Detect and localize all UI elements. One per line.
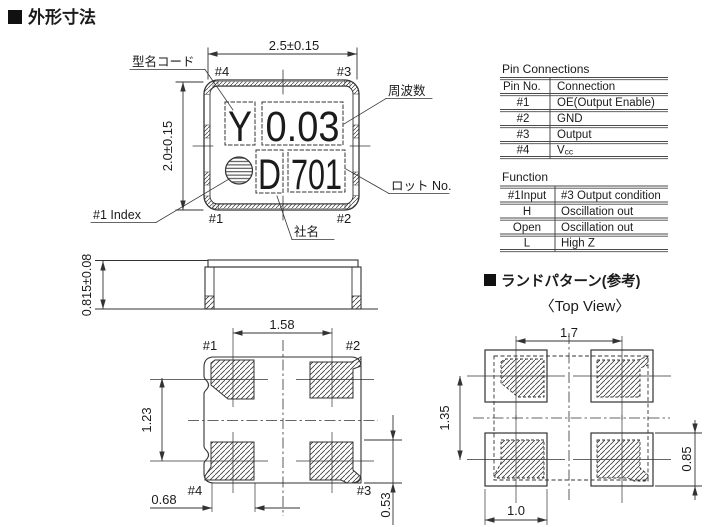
function-row-2-input: Open <box>513 222 541 234</box>
bottom-pin4-label: #4 <box>188 483 202 498</box>
pin-row-3-pin: #3 <box>517 129 530 141</box>
pin4-label: #4 <box>215 64 229 79</box>
dim-pad-height: 0.53 <box>378 492 393 517</box>
pad-3 <box>309 441 362 484</box>
centerlines <box>188 340 378 516</box>
page-header: 外形寸法 <box>8 7 96 27</box>
pin-row-1-connection: OE(Output Enable) <box>557 97 655 109</box>
dim-land-pitch-x: 1.7 <box>560 325 578 340</box>
projected-pads <box>494 355 649 482</box>
dim-thickness: 0.815±0.08 <box>80 254 94 317</box>
dim-height-lines <box>175 81 204 211</box>
terminal-right <box>351 295 362 310</box>
pin1-index-mark <box>224 156 254 185</box>
function-row-3-output: High Z <box>561 238 595 250</box>
bottom-pin2-label: #2 <box>346 338 360 353</box>
pin-table-rules <box>500 77 668 160</box>
dim-land-width: 1.0 <box>507 503 525 518</box>
marking-company: D <box>258 151 281 199</box>
land-pattern-subtitle: 〈Top View〉 <box>540 298 631 315</box>
dim-pad-pitch-x: 1.58 <box>269 317 294 332</box>
page-title: 外形寸法 <box>28 7 96 27</box>
dim-pad-pitch-y: 1.23 <box>139 407 154 432</box>
pin-row-2-pin: #2 <box>517 113 530 125</box>
side-view-drawing: 0.815±0.08 <box>80 254 378 317</box>
top-view-drawing: Y 0.03 D 701 #4 #3 #1 #2 2.5±0.15 2.0±0.… <box>90 38 451 241</box>
function-header-input: #1Input <box>508 190 547 202</box>
function-table-title: Function <box>502 170 548 184</box>
pin-connections-table: Pin Connections Pin No. Connection #1 OE… <box>500 62 668 160</box>
pin3-label: #3 <box>337 64 351 79</box>
function-row-3-input: L <box>524 238 531 250</box>
pin-row-2-connection: GND <box>557 113 583 125</box>
callout-pin1-index: #1 Index <box>93 208 142 222</box>
dim-land-pitch-y: 1.35 <box>437 405 452 430</box>
callout-leaders <box>90 68 450 241</box>
callout-company: 社名 <box>294 224 319 239</box>
center-marks <box>192 69 371 221</box>
vcc-subscript: cc <box>565 147 574 157</box>
bottom-pin1-label: #1 <box>203 338 217 353</box>
section-marker-icon <box>8 10 22 24</box>
land-pattern-drawing: ランドパターン(参考) 〈Top View〉 <box>437 272 702 525</box>
body <box>204 266 362 310</box>
pin2-label: #2 <box>337 211 351 226</box>
pin-row-1-pin: #1 <box>517 97 530 109</box>
vcc-base: V <box>557 145 565 157</box>
dim-package-height: 2.0±0.15 <box>160 121 175 172</box>
terminal-left <box>204 295 215 310</box>
marking-frequency: 0.03 <box>266 103 340 151</box>
pin-row-3-connection: Output <box>557 129 592 141</box>
function-row-1-input: H <box>523 206 531 218</box>
pad-crosshairs <box>150 328 374 512</box>
pin-table-title: Pin Connections <box>502 62 589 76</box>
bottom-view-drawing: 1.58 1.23 0.68 0.53 #1 #2 #4 #3 <box>139 317 402 525</box>
function-row-1-output: Oscillation out <box>561 206 634 218</box>
bottom-pin3-label: #3 <box>357 483 371 498</box>
callout-model-code: 型名コード <box>132 54 195 69</box>
pin-table-header-connection: Connection <box>557 81 615 93</box>
dim-thickness-lines <box>95 260 378 310</box>
lid <box>207 259 359 268</box>
function-table: Function #1Input #3 Output condition H O… <box>500 170 668 253</box>
function-table-rules <box>500 185 668 253</box>
pin-row-4-pin: #4 <box>517 145 530 157</box>
pad-2 <box>309 356 362 399</box>
dim-pad-width: 0.68 <box>151 492 176 507</box>
function-header-output: #3 Output condition <box>561 190 661 202</box>
land-crosshairs <box>467 336 671 525</box>
marking-lot: 701 <box>291 151 342 199</box>
marking-model-code: Y <box>228 103 252 151</box>
dim-land-height: 0.85 <box>679 446 694 471</box>
pin-row-4-connection: Vcc <box>557 145 574 157</box>
marking-boxes <box>224 101 346 194</box>
dim-package-width: 2.5±0.15 <box>269 38 320 53</box>
land-pattern-title: ランドパターン(参考) <box>501 272 641 290</box>
callout-frequency: 周波数 <box>388 83 426 98</box>
land-centerlines <box>473 333 670 502</box>
callout-lot-no: ロット No. <box>391 179 451 193</box>
section-marker-icon <box>484 274 496 286</box>
pin1-label: #1 <box>209 211 223 226</box>
function-row-2-output: Oscillation out <box>561 222 634 234</box>
pin-table-header-pin: Pin No. <box>503 81 541 93</box>
